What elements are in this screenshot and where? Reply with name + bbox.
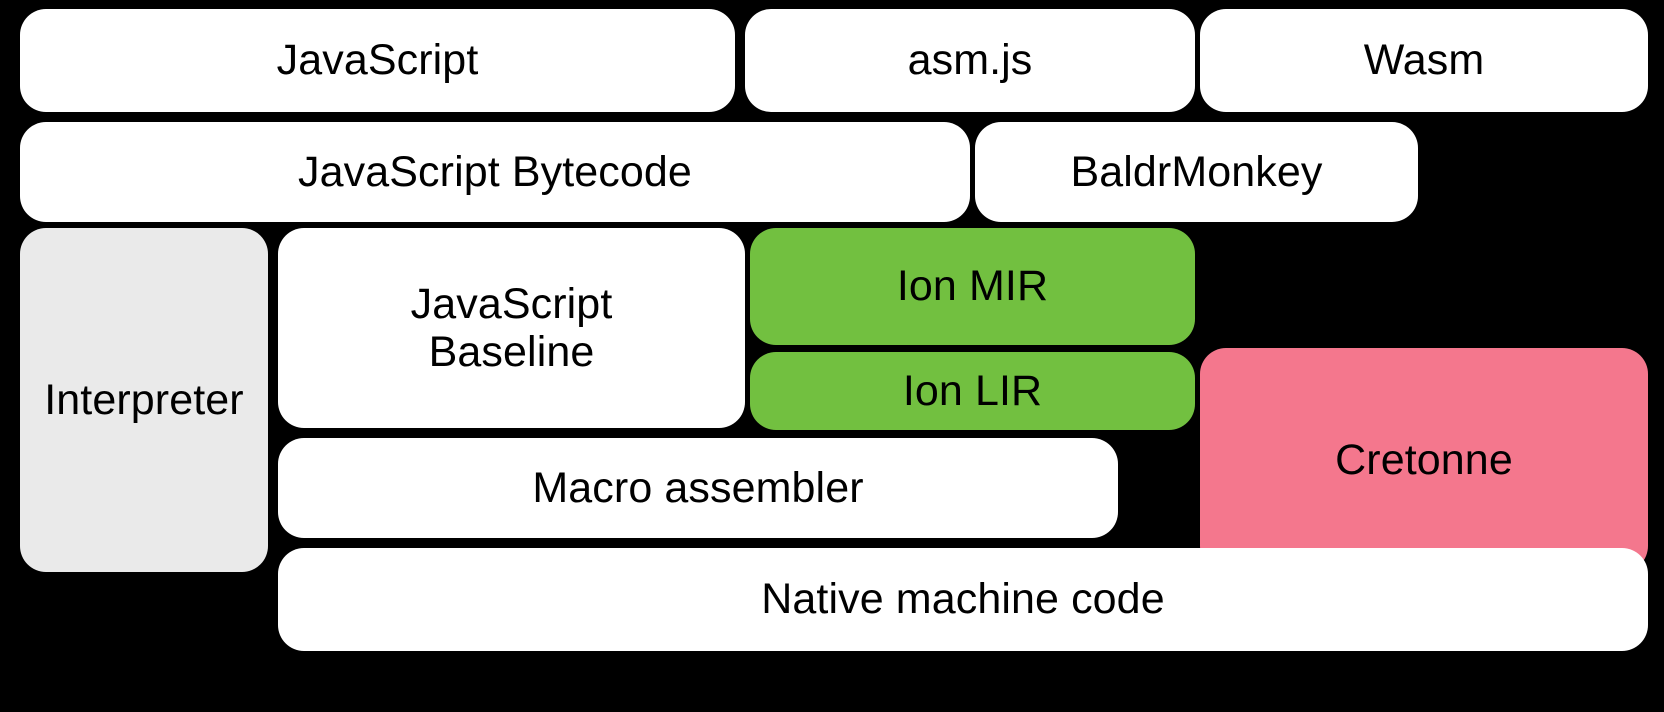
node-javascript-bytecode[interactable]: JavaScript Bytecode	[20, 122, 970, 222]
node-javascript[interactable]: JavaScript	[20, 9, 735, 112]
node-javascript-baseline[interactable]: JavaScript Baseline	[278, 228, 745, 428]
node-label-cretonne: Cretonne	[1335, 435, 1513, 484]
node-label-javascript: JavaScript	[276, 36, 479, 85]
node-label-asmjs: asm.js	[907, 36, 1033, 85]
node-asmjs[interactable]: asm.js	[745, 9, 1195, 112]
node-wasm[interactable]: Wasm	[1200, 9, 1648, 112]
node-macro-assembler[interactable]: Macro assembler	[278, 438, 1118, 538]
node-label-ion-lir: Ion LIR	[902, 366, 1043, 415]
node-label-interpreter: Interpreter	[44, 375, 244, 424]
node-label-baldrmonkey: BaldrMonkey	[1070, 147, 1323, 196]
node-label-ion-mir: Ion MIR	[896, 262, 1049, 311]
node-label-javascript-bytecode: JavaScript Bytecode	[298, 147, 692, 196]
node-ion-lir[interactable]: Ion LIR	[750, 352, 1195, 430]
node-label-wasm: Wasm	[1363, 36, 1485, 85]
node-label-native-machine-code: Native machine code	[761, 575, 1165, 624]
node-baldrmonkey[interactable]: BaldrMonkey	[975, 122, 1418, 222]
node-label-macro-assembler: Macro assembler	[532, 463, 864, 512]
node-cretonne[interactable]: Cretonne	[1200, 348, 1648, 572]
node-ion-mir[interactable]: Ion MIR	[750, 228, 1195, 345]
node-interpreter[interactable]: Interpreter	[20, 228, 268, 572]
node-native-machine-code[interactable]: Native machine code	[278, 548, 1648, 651]
node-label-javascript-baseline: JavaScript Baseline	[410, 279, 613, 376]
